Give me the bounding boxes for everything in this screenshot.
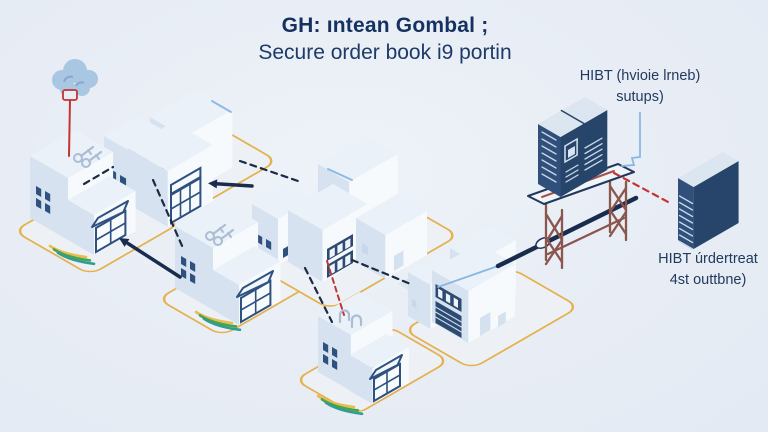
arrow-c-to-b xyxy=(119,238,182,279)
diagram-title: GH: ıntean Gombal ; Secure order book i9… xyxy=(165,13,605,67)
building-cluster-d xyxy=(252,136,427,282)
connection-links xyxy=(82,159,415,324)
cloud-icon xyxy=(52,59,98,97)
title-line1: GH: ıntean Gombal ; xyxy=(281,14,489,37)
building-cluster-e xyxy=(316,292,409,416)
label-server-rack-line1: HIBT (hvioie lrneb) xyxy=(579,68,701,84)
label-server-tower-line2: 4st outtbne) xyxy=(669,271,747,288)
arrow-d-to-a xyxy=(208,179,254,189)
label-connector-line xyxy=(620,112,641,167)
road-stripes-icon xyxy=(48,244,96,266)
road-stripes-icon xyxy=(194,310,242,332)
key-icon xyxy=(73,145,103,168)
alert-badge xyxy=(62,89,78,101)
red-link-rack-to-tower xyxy=(612,171,672,205)
building-cluster-b xyxy=(30,130,136,266)
cloud-alert-link xyxy=(62,89,78,157)
label-server-rack: HIBT (hvioie lrneb) sutups) xyxy=(542,66,738,107)
label-server-rack-line2: sutups) xyxy=(616,88,664,105)
server-rack-icon xyxy=(538,97,608,197)
title-line2: Secure order book i9 portin xyxy=(258,40,512,64)
road-stripes-icon xyxy=(316,394,364,416)
server-tower-icon xyxy=(678,152,739,250)
building-cluster-f xyxy=(408,225,516,343)
label-server-tower-line1: HIBT úrdertreat xyxy=(658,251,758,267)
pipes-icon xyxy=(338,309,363,329)
building-cluster-c xyxy=(175,200,281,332)
label-server-tower: HIBT úrdertreat 4st outtbne) xyxy=(628,249,768,290)
key-icon xyxy=(205,223,235,246)
